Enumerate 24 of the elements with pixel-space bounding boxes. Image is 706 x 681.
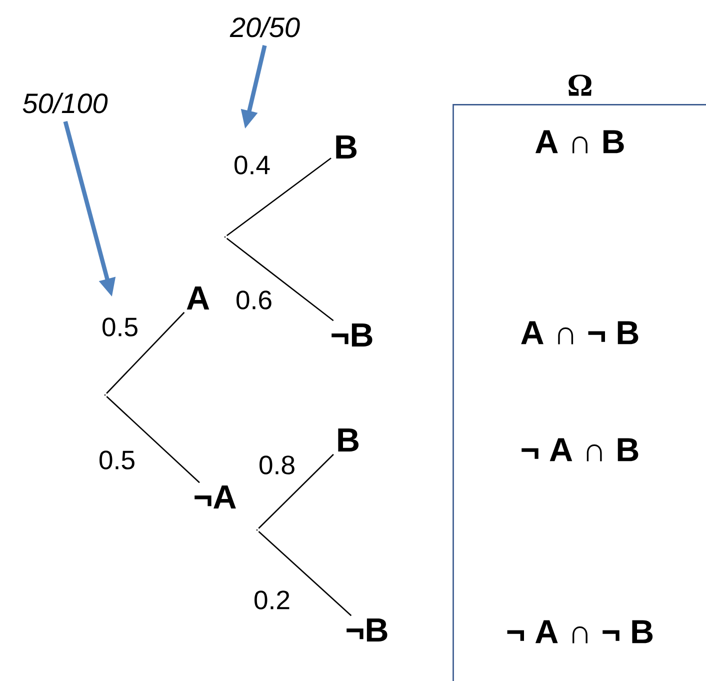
event-label: ¬ A ∩ B <box>522 438 638 462</box>
branch-line <box>226 158 332 236</box>
outcome-label: B <box>336 136 357 158</box>
branch-line <box>106 396 200 484</box>
branch-line <box>258 531 352 616</box>
branch-line <box>106 312 185 394</box>
branch-line <box>258 454 334 529</box>
probability-label: 0.5 <box>100 316 140 338</box>
probability-label: 0.4 <box>232 154 272 176</box>
event-label: A ∩ B <box>535 130 624 154</box>
fraction-note: 20/50 <box>230 16 300 38</box>
probability-label: 0.5 <box>97 449 137 471</box>
outcome-label: ¬A <box>194 486 236 508</box>
event-label: A ∩ ¬ B <box>521 321 638 344</box>
fraction-note: 50/100 <box>22 92 108 114</box>
branch-line <box>226 238 334 322</box>
probability-label: 0.8 <box>257 454 297 476</box>
outcome-label: ¬B <box>346 618 388 642</box>
outcome-label: ¬B <box>332 324 372 346</box>
outcome-label: A <box>186 286 210 310</box>
outcome-label: B <box>338 428 359 452</box>
probability-label: 0.6 <box>234 289 274 311</box>
event-label: ¬ A ∩ ¬ B <box>507 620 653 644</box>
probability-label: 0.2 <box>252 589 292 611</box>
